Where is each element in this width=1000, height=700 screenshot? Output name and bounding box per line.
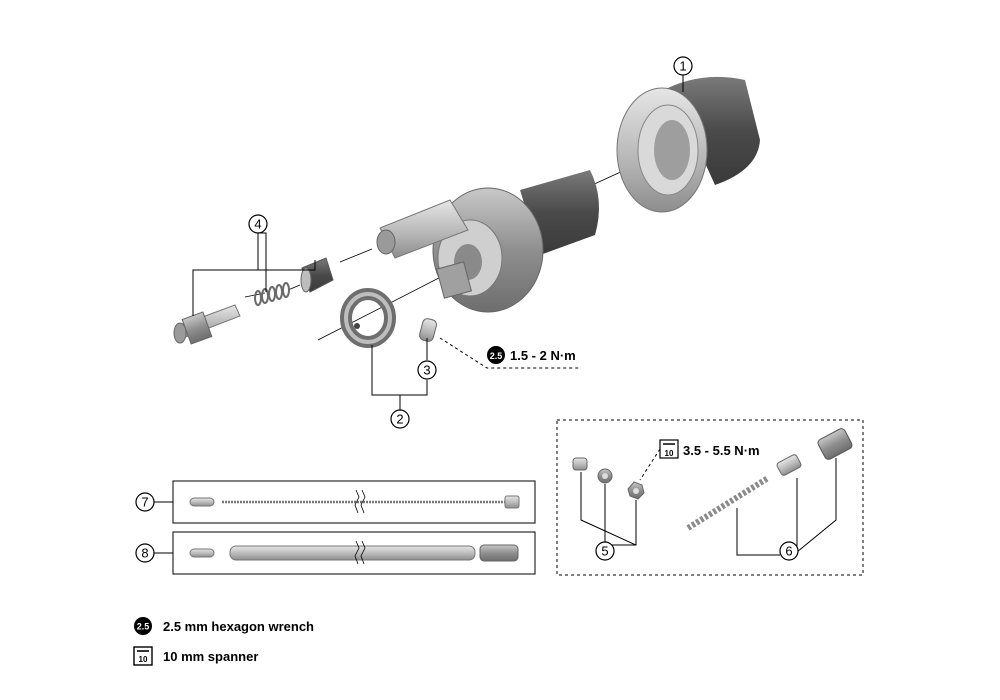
- cap-part: [817, 428, 853, 460]
- callout-leaders-5: [580, 472, 637, 546]
- bolt-part: [572, 457, 588, 471]
- washer-part: [597, 468, 613, 484]
- clamp-band-part: [340, 288, 396, 348]
- svg-text:2.5: 2.5: [137, 622, 150, 632]
- callout-1: 1: [673, 56, 693, 76]
- hex-torque-spec: 2.5 1.5 - 2 N·m: [487, 346, 576, 364]
- legend-hex-label: 2.5 mm hexagon wrench: [163, 618, 314, 634]
- svg-text:2: 2: [396, 412, 403, 427]
- svg-text:4: 4: [254, 217, 261, 232]
- svg-text:3.5 - 5.5 N·m: 3.5 - 5.5 N·m: [683, 443, 760, 458]
- hex-wrench-icon: 2.5: [134, 617, 152, 635]
- clamp-bolt-part: [419, 318, 437, 342]
- spanner-icon: 10: [133, 646, 153, 666]
- legend-spanner: 10 10 mm spanner: [133, 646, 258, 666]
- spanner-torque-spec: 10 3.5 - 5.5 N·m: [659, 439, 760, 459]
- inner-cable-part: [189, 489, 520, 514]
- shifter-body-part: [376, 170, 599, 313]
- outer-casing-box: [172, 531, 536, 575]
- svg-text:1: 1: [679, 59, 686, 74]
- ferrule-part: [776, 454, 802, 476]
- callout-8: 8: [135, 543, 155, 563]
- outer-casing-part: [686, 475, 770, 531]
- inner-cable-box: [172, 480, 536, 524]
- spanner-leader: [639, 448, 661, 481]
- callout-7: 7: [135, 492, 155, 512]
- spring-part: [254, 282, 290, 306]
- svg-text:6: 6: [785, 544, 792, 559]
- small-parts-box: [556, 419, 864, 576]
- callout-6: 6: [779, 541, 799, 561]
- callout-4: 4: [248, 214, 268, 234]
- callout-5: 5: [595, 541, 615, 561]
- outer-casing-set-part: [189, 540, 519, 565]
- hex-wrench-icon: [487, 346, 505, 364]
- grip-cover-part: [616, 76, 760, 213]
- svg-text:10: 10: [139, 655, 148, 664]
- svg-text:3: 3: [423, 363, 430, 378]
- svg-text:2.5: 2.5: [490, 351, 503, 361]
- nut-part: [627, 481, 645, 500]
- svg-text:10: 10: [665, 449, 674, 458]
- svg-text:5: 5: [601, 544, 608, 559]
- adjuster-cap-part: [300, 257, 334, 293]
- legend-hex-wrench: 2.5 2.5 mm hexagon wrench: [133, 616, 314, 636]
- cable-adjuster-part: [173, 304, 241, 345]
- legend-spanner-label: 10 mm spanner: [163, 648, 259, 664]
- svg-text:7: 7: [141, 495, 148, 510]
- callout-2: 2: [390, 409, 410, 429]
- callout-3: 3: [417, 360, 437, 380]
- callout-leaders-6: [736, 458, 837, 556]
- svg-text:1.5 - 2 N·m: 1.5 - 2 N·m: [510, 348, 576, 363]
- svg-text:8: 8: [141, 546, 148, 561]
